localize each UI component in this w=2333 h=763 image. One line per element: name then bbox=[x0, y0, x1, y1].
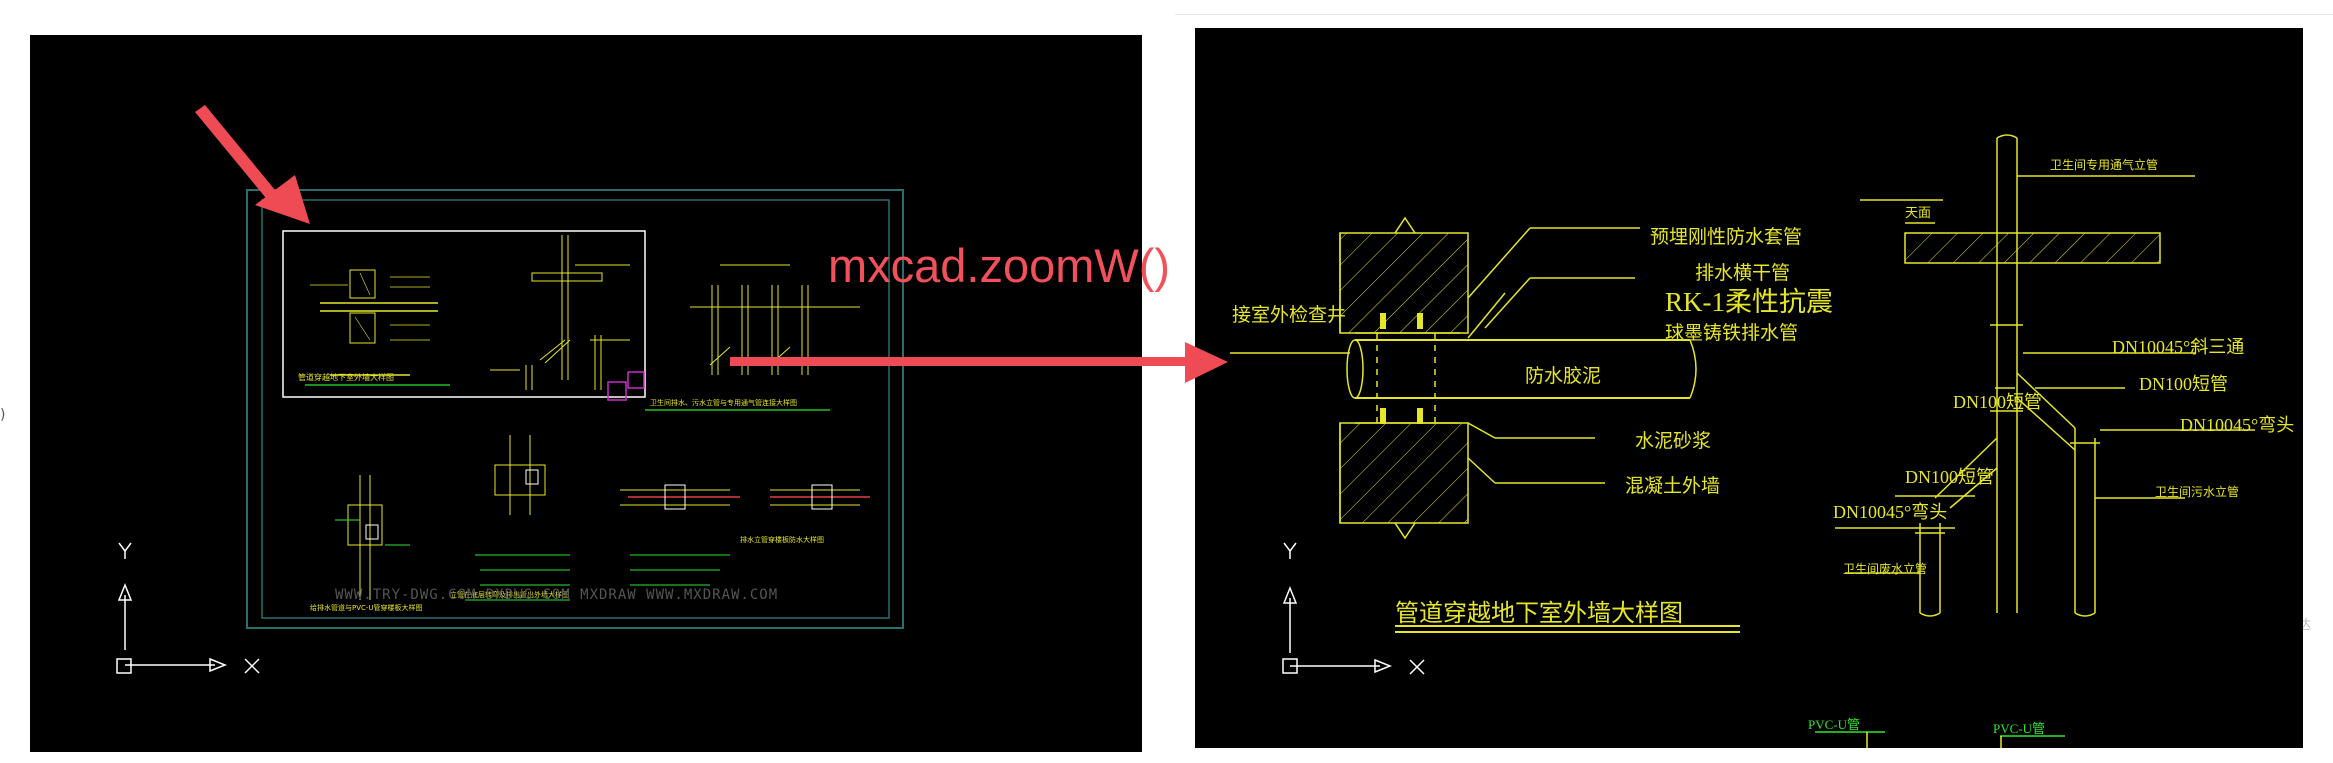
ucs-icon-left bbox=[116, 542, 260, 674]
cad-canvas-before[interactable]: 管道穿越地下室外墙大样图 卫生间排水、污水立管与专用通气管连接大样图 立管在底层… bbox=[30, 35, 1142, 752]
label-concrete-wall: 混凝土外墙 bbox=[1625, 475, 1721, 497]
label-pvc-a: PVC-U管 bbox=[1808, 717, 1861, 732]
label-waste-stack: 卫生间污水立管 bbox=[2155, 485, 2240, 499]
detail-lower bbox=[347, 435, 860, 600]
outer-frame bbox=[246, 189, 904, 629]
wall-detail bbox=[1230, 216, 1697, 540]
zoom-window-box bbox=[282, 230, 646, 398]
ucs-x-label-right: X bbox=[1280, 545, 1281, 546]
inner-frame bbox=[261, 199, 890, 619]
ucs-y-label-right: Y bbox=[1280, 538, 1281, 539]
stack-detail bbox=[1835, 134, 2255, 617]
arrow-pointer bbox=[195, 105, 310, 224]
watermark: WWW.TRY-DWG.COM DXDWG.COM MXDRAW WWW.MXD… bbox=[335, 587, 779, 603]
label-drain-main: 排水横干管 bbox=[1695, 262, 1791, 284]
cursor-box-2 bbox=[627, 371, 645, 389]
label-rk1-pipe: 球墨铸铁排水管 bbox=[1665, 322, 1799, 344]
label-dn100-c: DN100短管 bbox=[1905, 467, 1994, 487]
label-dn100-45-elbow-l: DN10045°弯头 bbox=[1833, 502, 1948, 522]
caption-zoomw: mxcad.zoomW() bbox=[828, 239, 1171, 292]
left-drawing bbox=[116, 189, 904, 674]
label-pvc-b: PVC-U管 bbox=[1993, 721, 2046, 736]
left-title-2: 卫生间排水、污水立管与专用通气管连接大样图 bbox=[650, 399, 797, 407]
label-rk1: RK-1柔性抗震 bbox=[1665, 287, 1833, 317]
label-vent-stack: 卫生间专用通气立管 bbox=[2050, 158, 2159, 172]
left-title-4: 排水立管穿楼板防水大样图 bbox=[740, 536, 824, 544]
arrow-right bbox=[730, 342, 1228, 383]
ucs-x-label-left: X bbox=[114, 545, 115, 546]
left-title-1: 管道穿越地下室外墙大样图 bbox=[298, 373, 394, 382]
label-cement-mortar: 水泥砂浆 bbox=[1635, 430, 1712, 452]
label-dn100-b: DN100短管 bbox=[1953, 392, 2042, 412]
left-title-3: 立管在底层转弯及排出管出外墙大样图 bbox=[450, 591, 569, 599]
label-dn100-45-elbow-r: DN10045°弯头 bbox=[2180, 415, 2295, 435]
label-to-manhole: 接室外检查井 bbox=[1232, 304, 1347, 326]
label-sleeve: 预埋刚性防水套管 bbox=[1650, 226, 1803, 248]
label-ceiling: 天面 bbox=[1905, 206, 1932, 221]
top-separator bbox=[1175, 14, 2333, 15]
detail-stack bbox=[490, 235, 630, 390]
ucs-y-label-left: Y bbox=[114, 538, 115, 539]
label-dn100-a: DN100短管 bbox=[2139, 374, 2228, 394]
edge-glyph: ) bbox=[0, 407, 6, 423]
label-waste-water-stack: 卫生间废水立管 bbox=[1843, 562, 1928, 576]
detail-wall bbox=[310, 269, 438, 376]
ucs-icon-right bbox=[1282, 542, 1425, 675]
cad-canvas-after[interactable]: 预埋刚性防水套管 排水横干管 RK-1柔性抗震 球墨铸铁排水管 接室外检查井 防… bbox=[1195, 28, 2303, 748]
cursor-box-1 bbox=[607, 381, 627, 401]
label-waterproof-glue: 防水胶泥 bbox=[1525, 365, 1602, 387]
right-drawing bbox=[1230, 134, 2255, 748]
left-title-5: 给排水管道与PVC-U管穿楼板大样图 bbox=[310, 604, 423, 612]
detail-title: 管道穿越地下室外墙大样图 bbox=[1395, 599, 1683, 627]
label-dn100-45-tee: DN10045°斜三通 bbox=[2112, 337, 2245, 357]
